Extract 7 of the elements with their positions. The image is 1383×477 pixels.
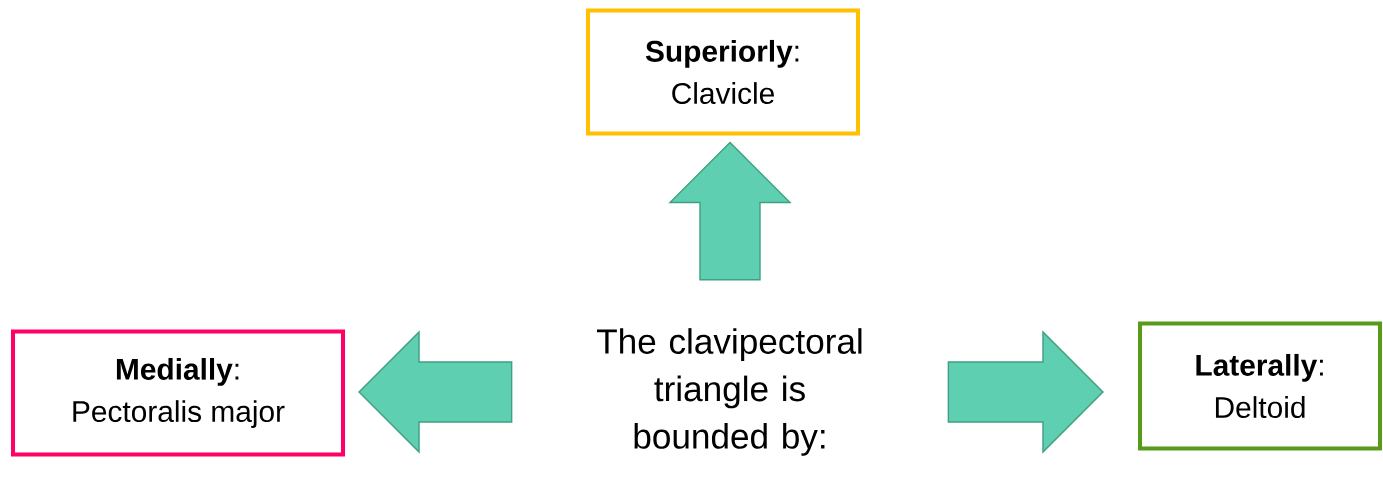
label-box: Medially: Pectoralis major <box>11 329 346 457</box>
label-box: Superiorly: Clavicle <box>586 8 861 136</box>
block-arrow <box>358 330 513 454</box>
label-box: Laterally: Deltoid <box>1138 321 1383 451</box>
block-arrow <box>947 330 1104 454</box>
center-text: The clavipectoral triangle is bounded by: <box>597 328 862 456</box>
block-arrow <box>668 141 792 281</box>
